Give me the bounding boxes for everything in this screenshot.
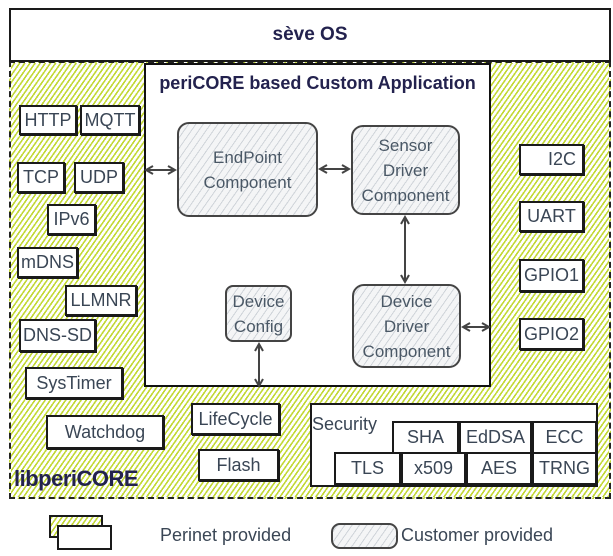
module-label: MQTT [84,109,136,130]
module-tls: TLS [334,452,401,485]
module-gpio2: GPIO2 [519,318,584,350]
module-ipv6: IPv6 [47,204,96,235]
module-mdns: mDNS [17,247,78,278]
sensor-label-2: Driver [382,160,429,180]
module-label: TCP [23,167,59,187]
module-label: GPIO2 [523,323,580,344]
module-x509: x509 [401,452,466,485]
module-label: DNS-SD [22,325,92,345]
module-label: IPv6 [53,209,90,229]
module-tcp: TCP [17,162,65,193]
module-udp: UDP [74,162,124,193]
module-label: ECC [545,427,584,447]
module-dns-sd: DNS-SD [19,319,96,352]
module-flash: Flash [198,449,279,481]
module-label: LLMNR [70,290,132,310]
module-label: TLS [350,458,384,478]
device-driver-label-2: Driver [383,316,430,336]
module-label: LifeCycle [198,408,273,429]
module-gpio1: GPIO1 [519,259,584,292]
module-label: TRNG [539,458,590,478]
module-label: GPIO1 [523,265,580,285]
module-label: EdDSA [465,427,526,447]
sensor-label-1: Sensor [378,135,433,155]
module-label: SHA [406,427,444,447]
module-lifecycle: LifeCycle [191,403,280,435]
module-label: mDNS [21,252,74,272]
library-title: libperiCORE [14,466,139,491]
module-http: HTTP [19,105,77,135]
seve-os-layer: sève OS [9,8,611,62]
module-systimer: SysTimer [25,367,123,399]
os-title: sève OS [272,24,348,45]
module-trng: TRNG [532,452,597,485]
sensor-label-3: Component [361,185,450,205]
module-label: Flash [216,454,261,475]
device-config-label-1: Device [232,291,285,311]
endpoint-label-1: EndPoint [212,147,282,167]
module-watchdog: Watchdog [46,415,164,449]
legend-perinet-label: Perinet provided [160,525,292,545]
module-mqtt: MQTT [80,105,140,135]
device-driver-label-1: Device [380,291,433,311]
module-label: Watchdog [64,421,146,442]
module-llmnr: LLMNR [65,285,137,316]
module-label: I2C [547,149,576,169]
legend-perinet-swatch [57,525,112,550]
endpoint-label-2: Component [203,172,292,192]
module-label: AES [480,458,518,478]
module-label: x509 [413,458,454,478]
module-label: UART [527,206,576,226]
legend-customer-swatch [331,523,398,549]
security-label: Security [312,414,378,434]
module-aes: AES [466,452,532,485]
module-uart: UART [519,201,584,232]
module-label: HTTP [24,109,72,130]
module-label: SysTimer [36,372,112,393]
application-title: periCORE based Custom Application [159,73,476,93]
module-i2c: I2C [519,144,584,175]
legend-customer-label: Customer provided [401,525,554,545]
device-driver-label-3: Component [362,341,451,361]
device-config-label-2: Config [233,316,284,336]
module-label: UDP [79,167,118,187]
